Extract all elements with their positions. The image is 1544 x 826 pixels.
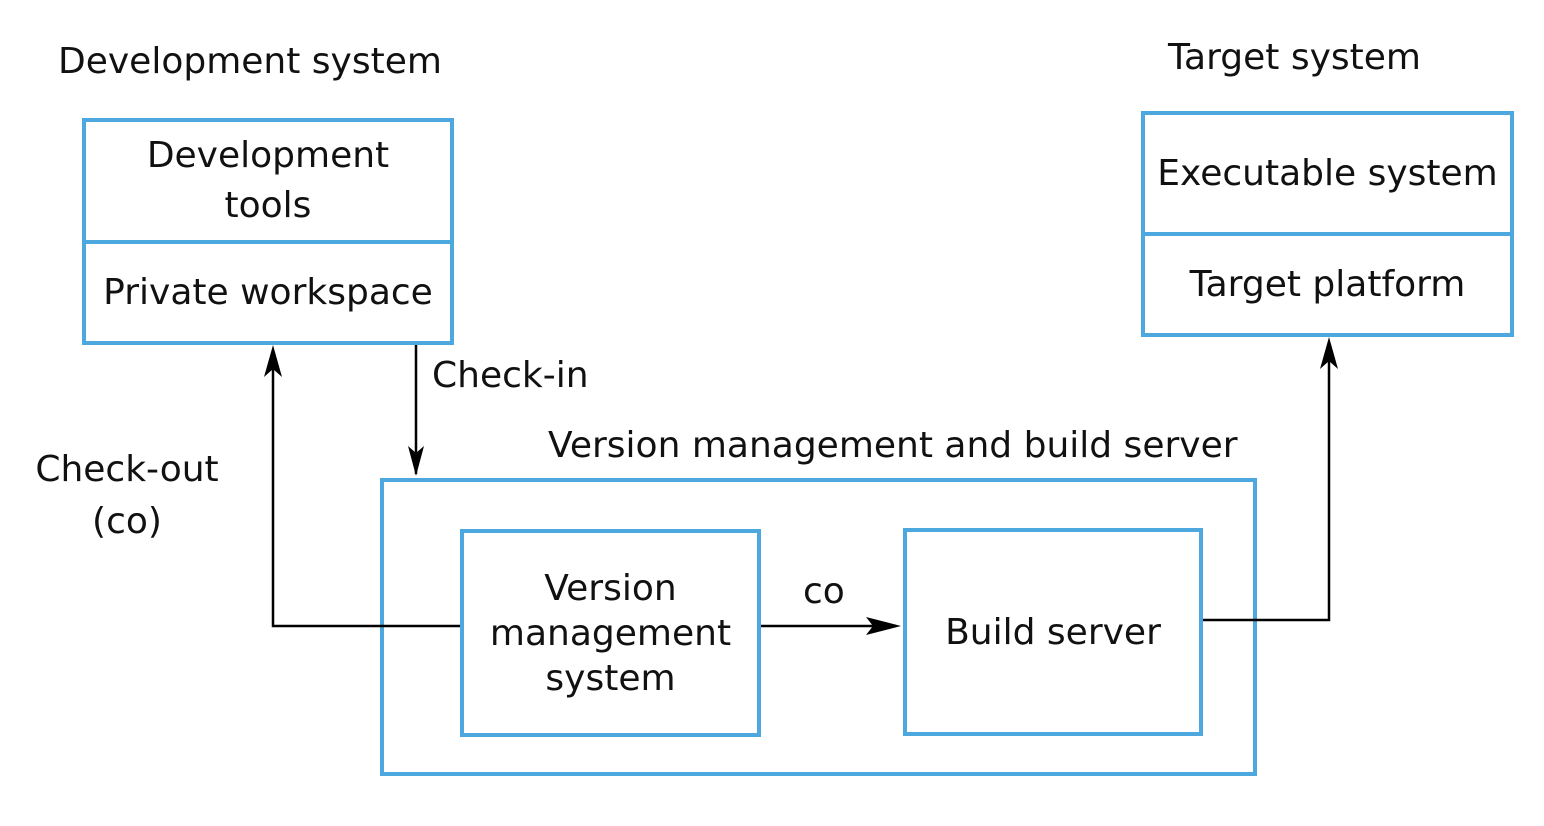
private-workspace-cell: Private workspace <box>103 272 433 313</box>
development-system-box: Development tools Private workspace <box>82 118 454 345</box>
target-system-divider <box>1145 232 1510 236</box>
build-server-box: Build server <box>903 528 1203 736</box>
check-out-arrowhead <box>264 345 282 377</box>
target-system-box: Executable system Target platform <box>1141 111 1514 337</box>
deploy-arrowhead <box>1320 337 1338 369</box>
co-label: co <box>803 571 845 612</box>
check-in-label: Check-in <box>432 355 589 396</box>
target-platform-cell: Target platform <box>1189 264 1466 305</box>
check-in-arrowhead <box>408 446 424 476</box>
version-management-system-label: Version management system <box>489 567 732 699</box>
server-title: Version management and build server <box>548 425 1238 466</box>
version-management-system-box: Version management system <box>460 529 761 737</box>
check-out-label: Check-out (co) <box>35 449 219 543</box>
development-tools-cell: Development tools <box>146 134 390 226</box>
build-server-label: Build server <box>945 611 1161 653</box>
target-system-title: Target system <box>1168 37 1421 78</box>
development-system-divider <box>86 240 450 244</box>
development-system-title: Development system <box>58 41 442 82</box>
executable-system-cell: Executable system <box>1157 153 1498 194</box>
